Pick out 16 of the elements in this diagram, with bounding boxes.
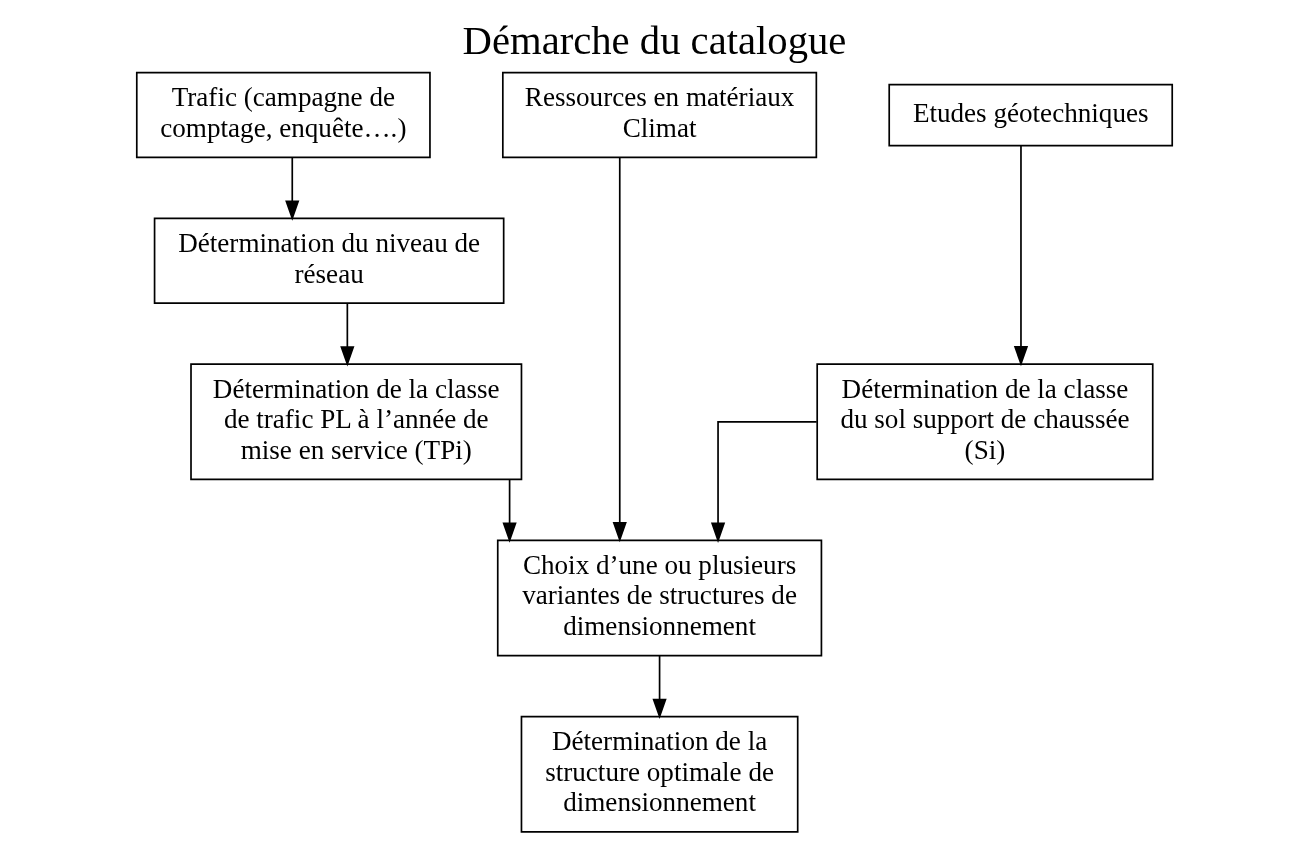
node-box: Détermination du niveau de réseau: [153, 217, 505, 305]
diagram-title: Démarche du catalogue: [462, 18, 847, 64]
arrow: [502, 478, 517, 543]
arrow: [1013, 144, 1029, 367]
node-box: Trafic (campagne de comptage, enquête….): [135, 71, 431, 159]
node-box: Détermination de la classe de trafic PL à l’année de mise en service (TPi): [190, 363, 523, 481]
node-box: Ressources en matériaux Climat: [502, 71, 818, 159]
arrow: [710, 420, 818, 543]
node-box: Détermination de la structure optimale de dimensionnement: [520, 715, 799, 833]
node-box: Détermination de la classe du sol support de chaussée (Si): [816, 363, 1154, 481]
node-box: Choix d’une ou plusieurs variantes de structures de dimensionnement: [496, 539, 823, 657]
arrow: [652, 654, 667, 719]
arrow: [285, 157, 300, 221]
arrow: [340, 303, 355, 367]
node-box: Etudes géotechniques: [888, 83, 1174, 147]
arrow: [612, 157, 627, 543]
